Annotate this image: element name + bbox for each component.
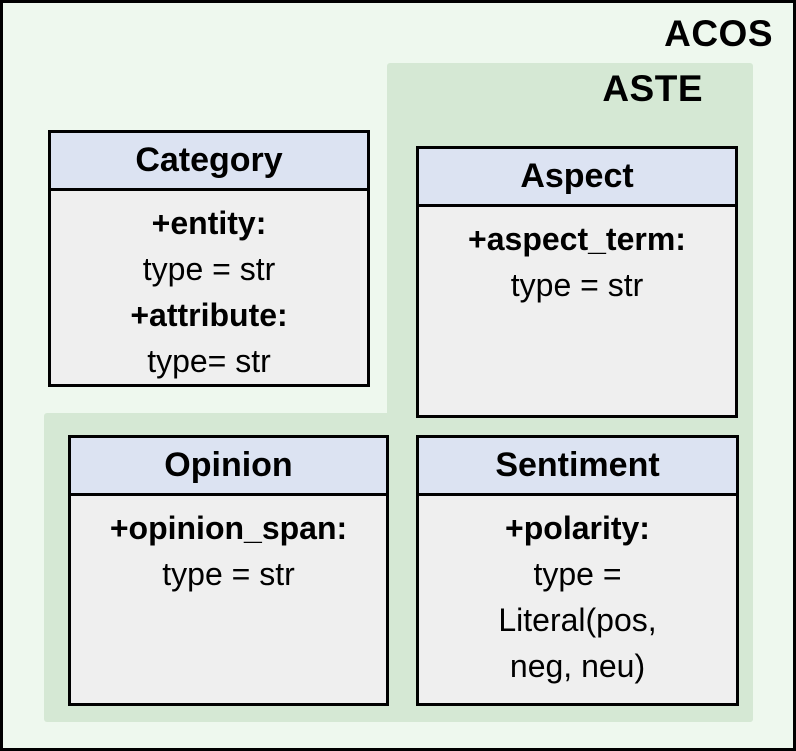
attribute-line: neg, neu) [509,648,646,684]
class-attributes-category: +entity: type = str +attribute: type= str [51,191,367,384]
attribute-line: Literal(pos, [498,602,657,638]
attribute-line: type= str [147,343,271,379]
class-box-sentiment: Sentiment +polarity: type = Literal(pos, ne… [416,435,739,706]
attribute-line: +attribute: [130,297,288,333]
class-title-category: Category [51,133,367,191]
class-attributes-aspect: +aspect_term:type = str [419,207,735,308]
attribute-line: type = [533,556,622,592]
attribute-line: +entity: [151,205,267,241]
class-attributes-opinion: +opinion_span:type = str [71,496,386,597]
aste-region-label: ASTE [602,68,703,109]
attribute-line: type = str [162,556,295,592]
class-box-aspect: Aspect +aspect_term:type = str [416,146,738,418]
class-title-opinion: Opinion [71,438,386,496]
attribute-line: +aspect_term: [468,221,686,257]
attribute-line: type = str [510,267,644,303]
attribute-line: +polarity: [505,510,650,546]
acos-region-label: ACOS [664,13,773,54]
class-title-aspect: Aspect [419,149,735,207]
class-attributes-sentiment: +polarity: type = Literal(pos, neg, neu) [419,496,736,689]
attribute-line: +opinion_span: [109,510,348,546]
attribute-line: type = str [142,251,276,287]
class-box-opinion: Opinion +opinion_span:type = str [68,435,389,706]
class-box-category: Category +entity: type = str +attribute: ty… [48,130,370,387]
class-title-sentiment: Sentiment [419,438,736,496]
